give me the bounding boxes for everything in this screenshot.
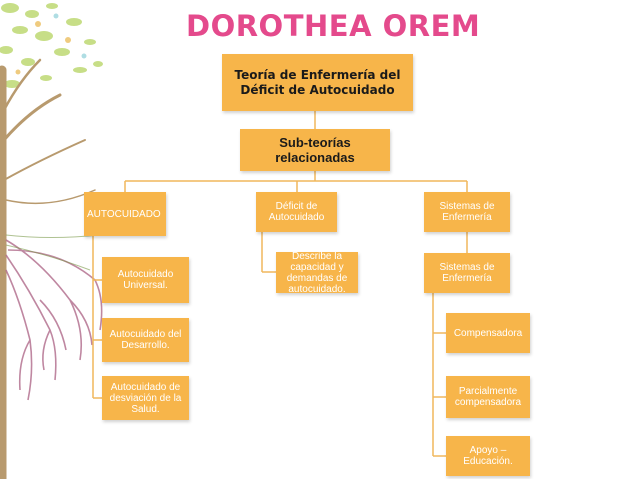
parcialmente-compensadora-label: Parcialmente compensadora [454,386,522,408]
sistemas-node: Sistemas de Enfermería [424,192,510,232]
deficit-node: Déficit de Autocuidado [256,192,337,232]
page-title: Dorothea Orem [186,9,481,43]
deficit-describe-node: Describe la capacidad y demandas de auto… [276,250,358,295]
sistemas-child-label: Sistemas de Enfermería [439,262,495,284]
apoyo-educacion-label: Apoyo – Educación. [463,445,513,467]
autocuidado-desviacion-node: Autocuidado de desviación de la Salud. [102,376,189,420]
root-label: Teoría de Enfermería del Déficit de Auto… [234,67,401,97]
subtheories-label: Sub-teorías relacionadas [275,135,355,165]
sistemas-child-node: Sistemas de Enfermería [424,253,510,293]
autocuidado-universal-node: Autocuidado Universal. [102,257,189,303]
sistemas-label: Sistemas de Enfermería [439,201,495,223]
autocuidado-desarrollo-node: Autocuidado del Desarrollo. [102,318,189,362]
parcialmente-compensadora-node: Parcialmente compensadora [446,376,530,418]
compensadora-node: Compensadora [446,313,530,353]
autocuidado-desviacion-label: Autocuidado de desviación de la Salud. [109,381,182,415]
subtheories-node: Sub-teorías relacionadas [240,129,390,171]
root-node: Teoría de Enfermería del Déficit de Auto… [222,54,413,111]
autocuidado-desarrollo-label: Autocuidado del Desarrollo. [109,329,182,351]
deficit-describe-label: Describe la capacidad y demandas de auto… [286,250,348,295]
tree-icon [0,3,103,479]
autocuidado-node: AUTOCUIDADO [84,192,166,236]
apoyo-educacion-node: Apoyo – Educación. [446,436,530,476]
deficit-label: Déficit de Autocuidado [268,201,325,223]
autocuidado-universal-label: Autocuidado Universal. [117,269,174,291]
autocuidado-label: AUTOCUIDADO [87,208,161,220]
compensadora-label: Compensadora [453,327,523,339]
